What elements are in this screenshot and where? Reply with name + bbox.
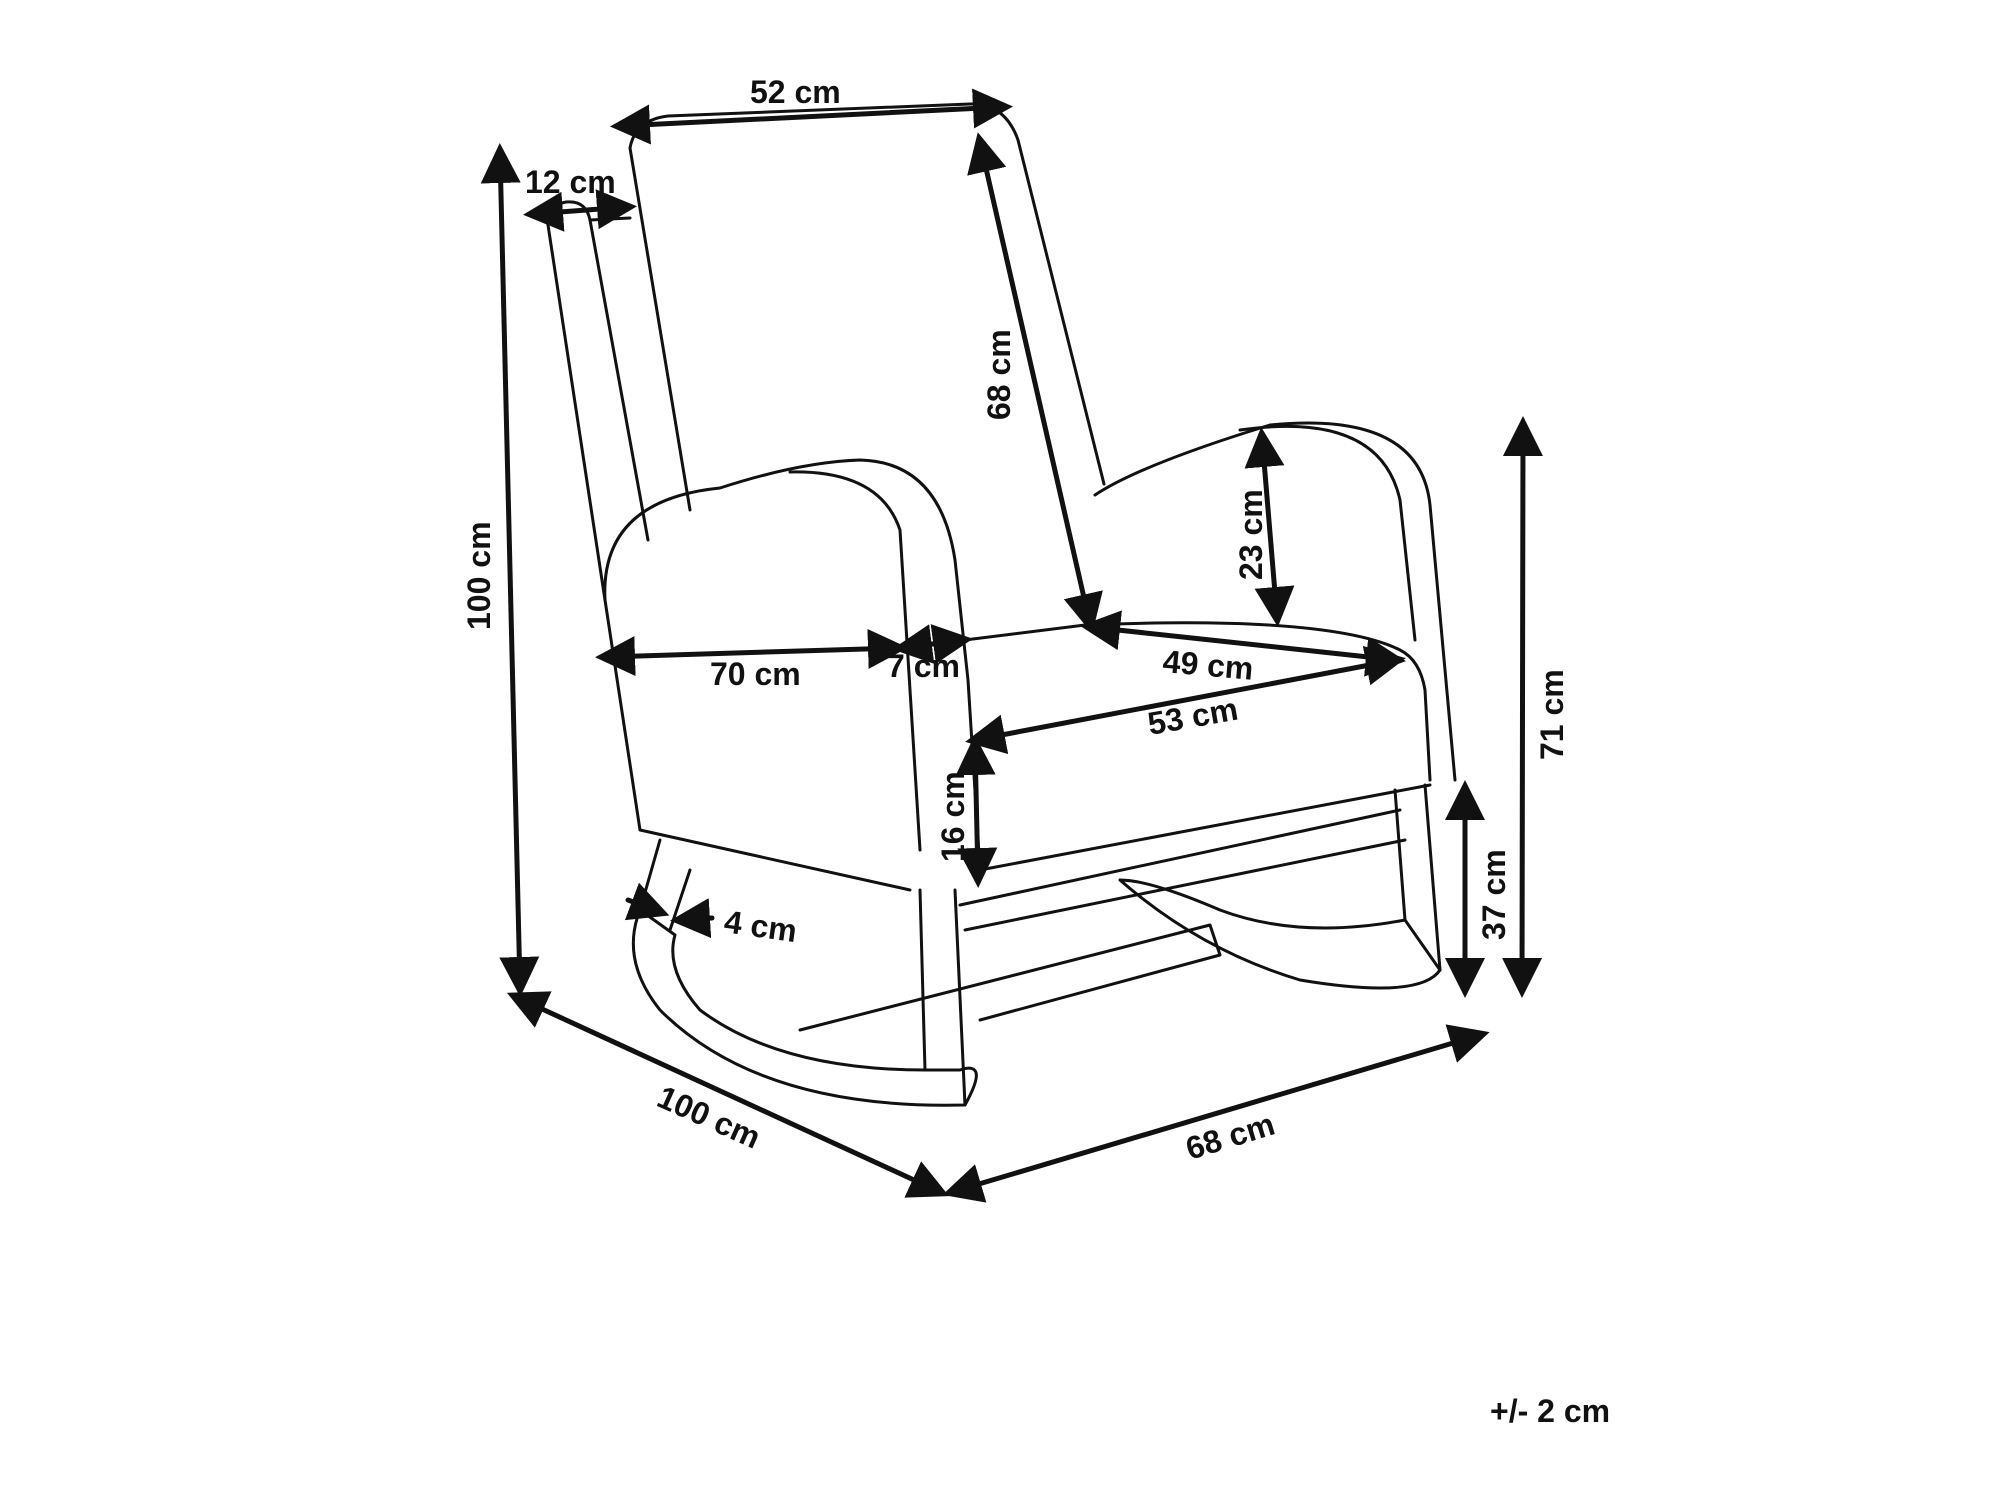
label-seat-height: 37 cm (1476, 849, 1512, 940)
tolerance-note: +/- 2 cm (1490, 1393, 1610, 1429)
label-backrest-height: 68 cm (981, 329, 1017, 420)
dim-armrest-top (523, 189, 637, 232)
label-total-height-armrest: 71 cm (1534, 669, 1570, 760)
dimension-labels: 52 cm 12 cm 68 cm 100 cm 23 cm 49 cm 70 … (461, 74, 1570, 1167)
back-side-panel (546, 200, 650, 542)
seat-front (978, 783, 1432, 872)
back-top-link (588, 216, 632, 222)
label-seat-depth: 49 cm (1161, 643, 1255, 687)
dim-overall-depth (506, 991, 950, 1198)
label-armrest-height: 23 cm (1233, 489, 1269, 580)
label-armrest-top: 12 cm (525, 164, 616, 200)
left-armrest-front (603, 598, 912, 892)
dim-armrest-width (892, 624, 973, 664)
label-overall-width: 68 cm (1182, 1106, 1279, 1167)
dim-rocker-thickness-b (670, 898, 715, 939)
label-seat-cushion: 16 cm (935, 771, 971, 862)
dim-seat-cushion (955, 735, 998, 888)
right-rocker (1118, 878, 1442, 990)
label-rocker-thickness: 4 cm (722, 903, 799, 949)
dim-armrest-depth (595, 628, 908, 677)
label-top-width: 52 cm (750, 74, 841, 110)
chair-outline (546, 102, 1457, 1107)
backrest (628, 102, 1106, 486)
left-armrest-inner (788, 470, 922, 852)
backrest-left-edge (628, 146, 692, 512)
dim-rocker-thickness-a (624, 882, 670, 921)
back-side-panel-outer (546, 223, 607, 602)
dim-overall-height (480, 143, 540, 997)
left-armrest (603, 458, 982, 872)
rear-right-leg (1393, 783, 1442, 972)
dim-top-width (610, 88, 1013, 145)
dim-backrest-height (967, 132, 1103, 634)
label-seat-width: 53 cm (1145, 691, 1241, 742)
label-overall-height: 100 cm (461, 521, 497, 630)
dim-armrest-height (1244, 427, 1295, 627)
right-armrest (1093, 421, 1457, 782)
dimension-lines (480, 88, 1543, 1203)
label-overall-depth: 100 cm (652, 1079, 766, 1156)
front-stretcher (958, 808, 1407, 932)
dim-overall-width (942, 1024, 1490, 1203)
label-armrest-width: 7 cm (887, 648, 960, 684)
label-armrest-depth: 70 cm (710, 656, 801, 692)
right-armrest-inner (1238, 424, 1417, 642)
dim-total-height-armrest (1502, 416, 1543, 998)
bottom-stretcher (798, 923, 1222, 1032)
dim-seat-width (965, 645, 1406, 755)
